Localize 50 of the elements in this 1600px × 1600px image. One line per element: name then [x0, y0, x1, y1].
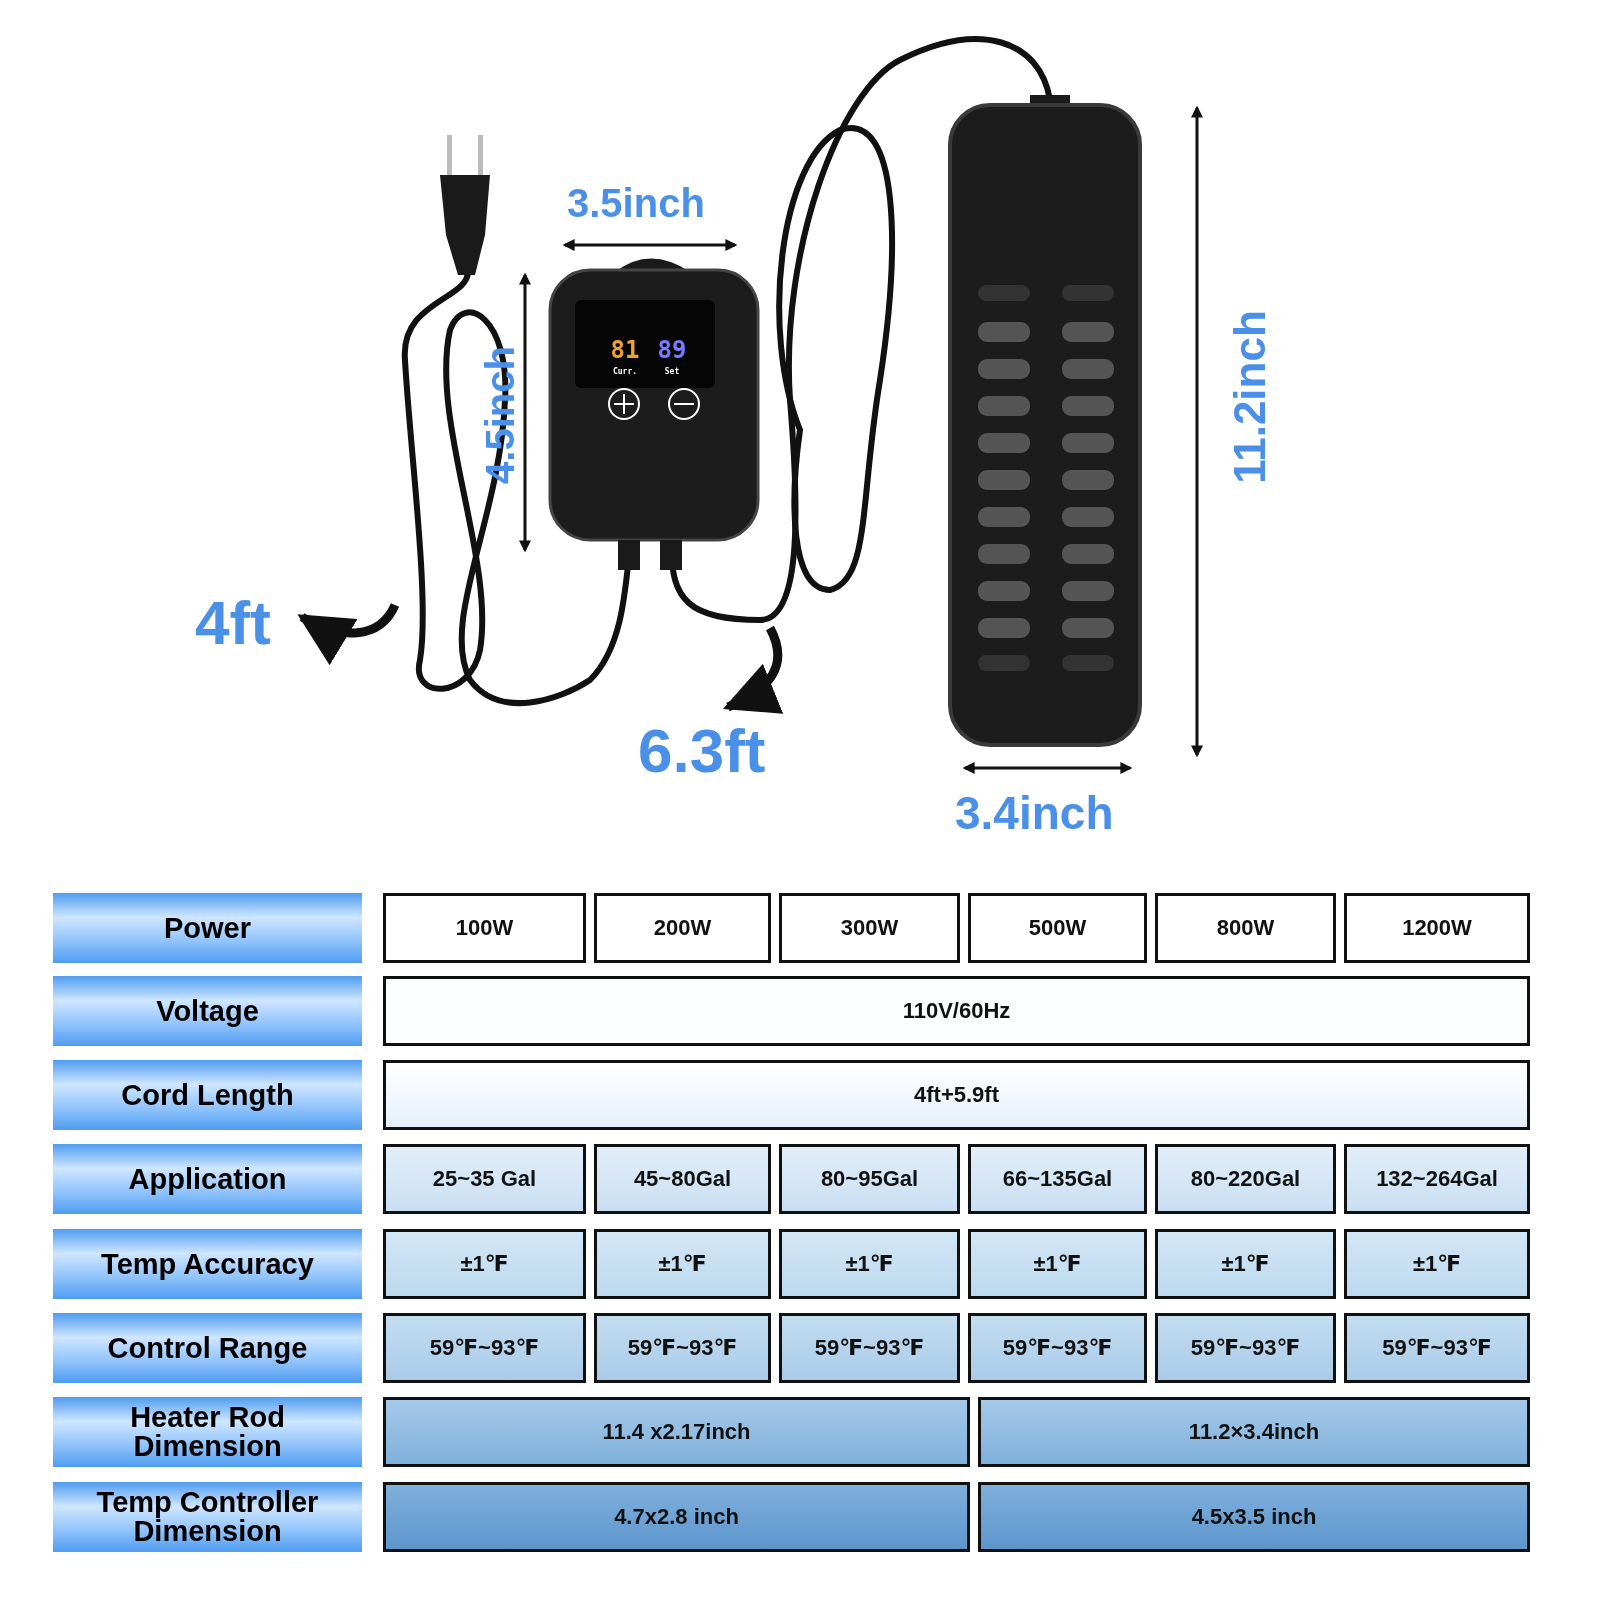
spec-cell: 59℉~93℉ — [1344, 1313, 1530, 1383]
spec-cell: ±1℉ — [968, 1229, 1147, 1299]
dimension-label: 6.3ft — [638, 720, 766, 782]
spec-cell: 59℉~93℉ — [1155, 1313, 1336, 1383]
row-header-cell: Temp Accuracy — [53, 1229, 362, 1299]
row-header-cell: Power — [53, 893, 362, 963]
readout-caption: Set — [664, 367, 680, 376]
spec-cell: ±1℉ — [1155, 1229, 1336, 1299]
spec-cell: 132~264Gal — [1344, 1144, 1530, 1214]
spec-cell: 11.4 x2.17inch — [383, 1397, 970, 1467]
spec-cell: 59℉~93℉ — [968, 1313, 1147, 1383]
spec-cell: 45~80Gal — [594, 1144, 771, 1214]
spec-cell: 1200W — [1344, 893, 1530, 963]
curved-arrow — [723, 626, 784, 713]
spec-cell: 66~135Gal — [968, 1144, 1147, 1214]
dimension-label: 3.4inch — [955, 790, 1114, 836]
spec-cell: 59℉~93℉ — [383, 1313, 586, 1383]
spec-cell: 11.2×3.4inch — [978, 1397, 1530, 1467]
row-header-cell: Application — [53, 1144, 362, 1214]
dimension-label: 11.2inch — [1228, 309, 1272, 486]
row-header-cell: Control Range — [53, 1313, 362, 1383]
curved-arrow — [297, 602, 399, 665]
row-header-cell: Heater Rod Dimension — [53, 1397, 362, 1467]
row-header-cell: Cord Length — [53, 1060, 362, 1130]
spec-cell: 500W — [968, 893, 1147, 963]
spec-cell: 300W — [779, 893, 960, 963]
spec-cell: 59℉~93℉ — [594, 1313, 771, 1383]
dimension-label: 3.5inch — [567, 183, 705, 223]
spec-cell: 80~95Gal — [779, 1144, 960, 1214]
spec-cell: ±1℉ — [779, 1229, 960, 1299]
dimension-label: 4.5inch — [480, 345, 520, 485]
spec-cell: ±1℉ — [383, 1229, 586, 1299]
spec-cell: 80~220Gal — [1155, 1144, 1336, 1214]
dimension-label: 4ft — [195, 592, 271, 654]
spec-cell: 110V/60Hz — [383, 976, 1530, 1046]
spec-cell: 59℉~93℉ — [779, 1313, 960, 1383]
row-header-cell: Voltage — [53, 976, 362, 1046]
spec-cell: 200W — [594, 893, 771, 963]
spec-cell: 4.5x3.5 inch — [978, 1482, 1530, 1552]
current-temperature-readout: 81 — [610, 336, 640, 364]
spec-cell: 100W — [383, 893, 586, 963]
row-header-cell: Temp Controller Dimension — [53, 1482, 362, 1552]
spec-cell: ±1℉ — [594, 1229, 771, 1299]
spec-cell: 800W — [1155, 893, 1336, 963]
readout-caption: Curr. — [612, 367, 638, 376]
set-temperature-readout: 89 — [657, 336, 687, 364]
spec-cell: ±1℉ — [1344, 1229, 1530, 1299]
spec-cell: 4.7x2.8 inch — [383, 1482, 970, 1552]
spec-cell: 4ft+5.9ft — [383, 1060, 1530, 1130]
spec-cell: 25~35 Gal — [383, 1144, 586, 1214]
